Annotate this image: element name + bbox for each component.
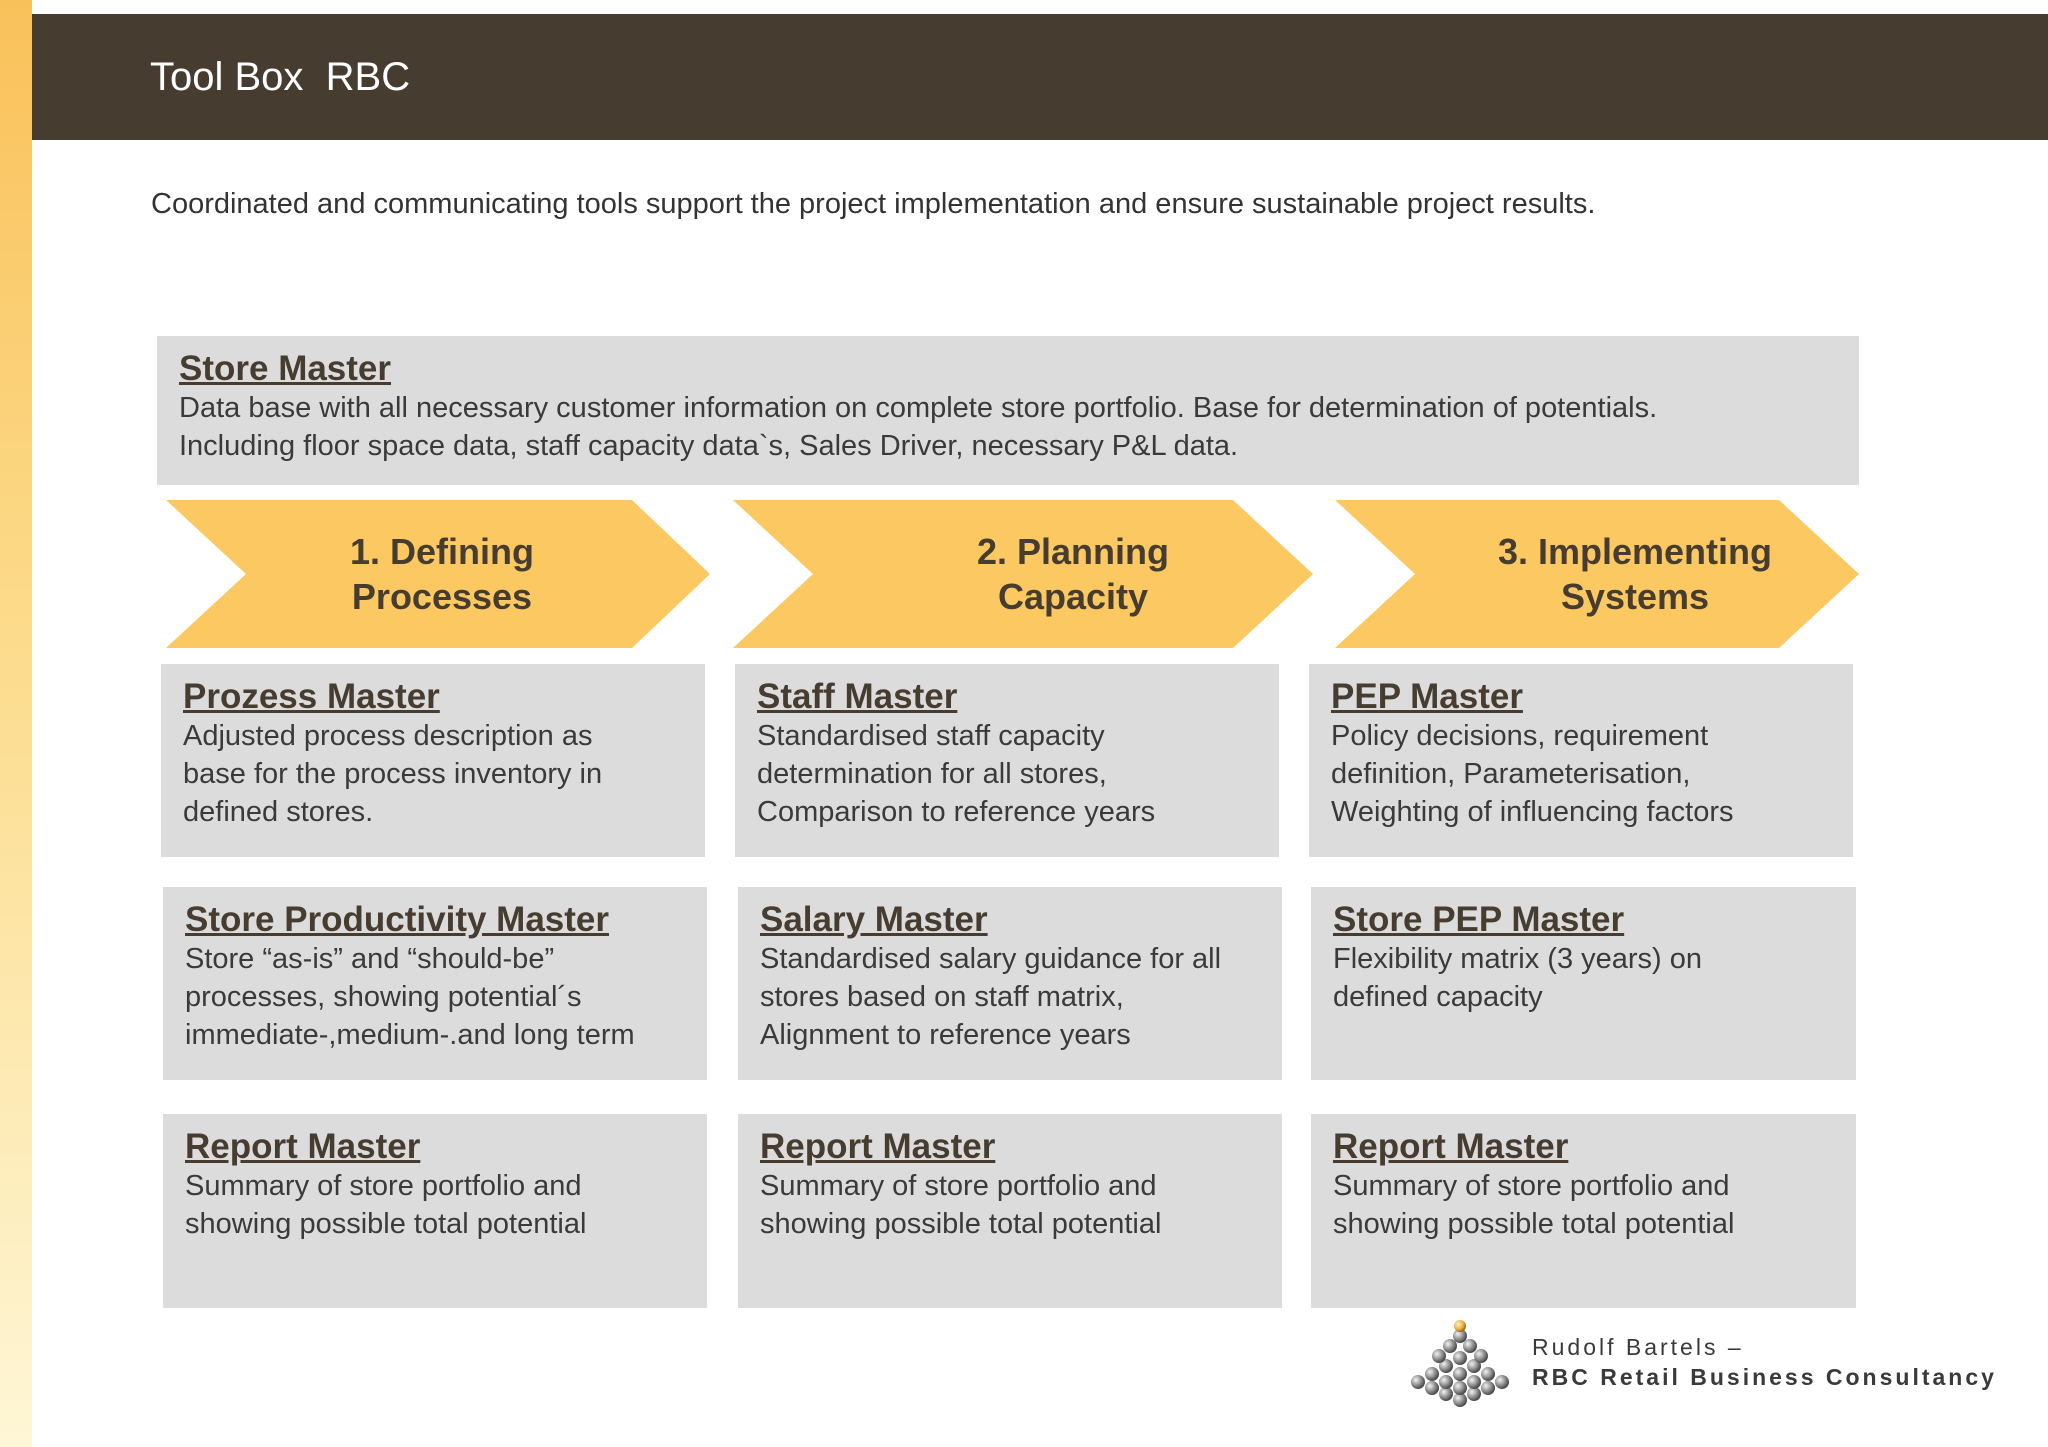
store-pep-master-box: Store PEP Master Flexibility matrix (3 y… xyxy=(1311,887,1856,1080)
chevron-arrow-2-shape xyxy=(733,500,1313,648)
rbc-logo-icon xyxy=(1411,1320,1509,1407)
accent-side-bar xyxy=(0,0,32,1447)
store-master-title: Store Master xyxy=(179,349,392,388)
box-title: Store PEP Master xyxy=(1333,900,1625,939)
box-text: Flexibility matrix (3 years) on defined … xyxy=(1333,943,1703,1013)
prozess-master-box: Prozess Master Adjusted process descript… xyxy=(161,664,705,857)
box-text: Adjusted process description as base for… xyxy=(183,720,603,828)
box-text: Summary of store portfolio and showing p… xyxy=(185,1170,587,1240)
box-text: Summary of store portfolio and showing p… xyxy=(1333,1170,1735,1240)
box-title: Report Master xyxy=(185,1127,421,1166)
page-title: Tool Box RBC xyxy=(150,55,411,99)
box-title: Store Productivity Master xyxy=(185,900,609,939)
title-bar: Tool Box RBC xyxy=(32,14,2048,140)
box-text: Summary of store portfolio and showing p… xyxy=(760,1170,1162,1240)
phase-arrow-1: 1. Defining Processes xyxy=(166,500,710,648)
phase-arrow-2: 2. Planning Capacity xyxy=(733,500,1313,648)
report-master-box-2: Report Master Summary of store portfolio… xyxy=(738,1114,1282,1308)
chevron-arrow-1-shape xyxy=(166,500,710,648)
phase-arrow-3: 3. Implementing Systems xyxy=(1335,500,1859,648)
store-master-box: Store Master Data base with all necessar… xyxy=(157,336,1859,485)
store-master-text: Data base with all necessary customer in… xyxy=(179,392,1658,462)
box-title: PEP Master xyxy=(1331,677,1523,716)
phase-label-1: 1. Defining Processes xyxy=(349,531,534,617)
box-title: Salary Master xyxy=(760,900,988,939)
intro-text: Coordinated and communicating tools supp… xyxy=(151,188,1596,220)
footer-firm: RBC Retail Business Consultancy xyxy=(1532,1364,1997,1390)
store-productivity-master-box: Store Productivity Master Store “as-is” … xyxy=(163,887,707,1080)
phase-label-3: 3. Implementing Systems xyxy=(1497,531,1773,617)
box-title: Report Master xyxy=(1333,1127,1569,1166)
box-text: Store “as-is” and “should-be” processes,… xyxy=(185,943,635,1051)
salary-master-box: Salary Master Standardised salary guidan… xyxy=(738,887,1282,1080)
box-title: Staff Master xyxy=(757,677,958,716)
staff-master-box: Staff Master Standardised staff capacity… xyxy=(735,664,1279,857)
box-text: Policy decisions, requirement definition… xyxy=(1331,720,1734,828)
box-title: Report Master xyxy=(760,1127,996,1166)
box-text: Standardised staff capacity determinatio… xyxy=(757,720,1156,828)
report-master-box-1: Report Master Summary of store portfolio… xyxy=(163,1114,707,1308)
box-text: Standardised salary guidance for all sto… xyxy=(760,943,1222,1051)
pep-master-box: PEP Master Policy decisions, requirement… xyxy=(1309,664,1853,857)
report-master-box-3: Report Master Summary of store portfolio… xyxy=(1311,1114,1856,1308)
phase-label-2: 2. Planning Capacity xyxy=(976,531,1170,617)
box-title: Prozess Master xyxy=(183,677,440,716)
footer-name: Rudolf Bartels – xyxy=(1532,1334,1744,1360)
chevron-arrow-3-shape xyxy=(1335,500,1859,648)
